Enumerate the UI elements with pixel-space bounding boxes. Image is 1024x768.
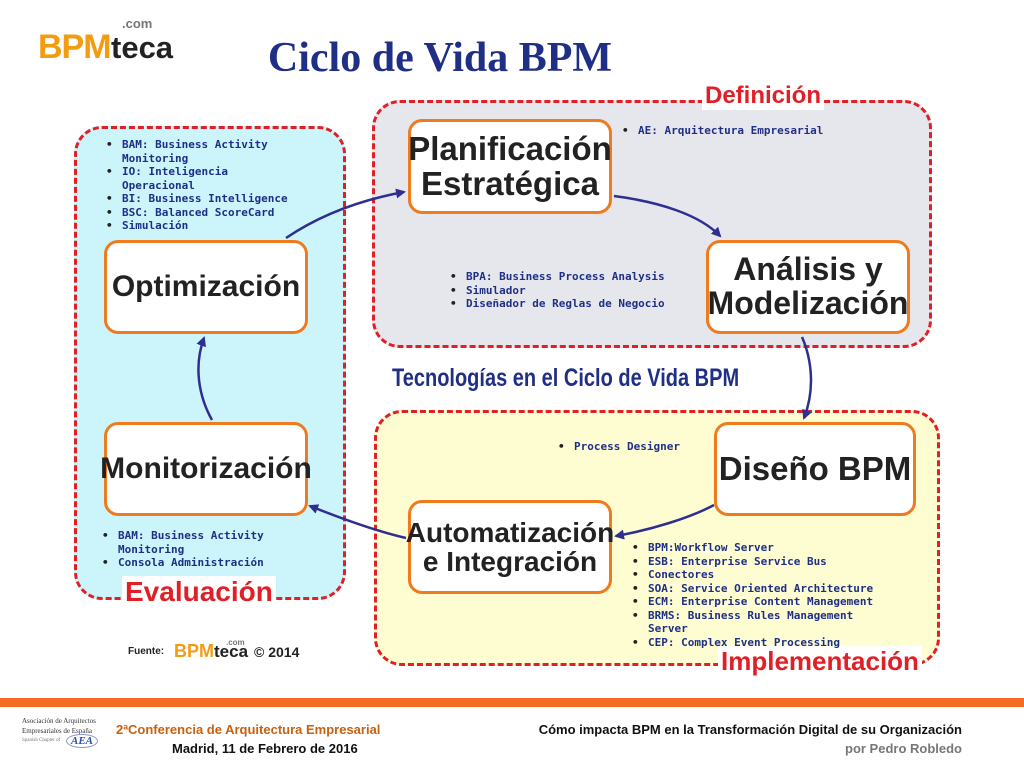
arrow-monitorizacion-to-optimizacion — [196, 336, 214, 421]
list-item: Conectores — [630, 568, 930, 582]
aea-badge: AEA — [66, 734, 99, 748]
list-item: IO: Inteligencia Operacional — [104, 165, 334, 192]
footer-date: Madrid, 11 de Febrero de 2016 — [172, 741, 358, 756]
list-item: ECM: Enterprise Content Management — [630, 595, 930, 609]
list-optimizacion-tech: BAM: Business Activity Monitoring IO: In… — [104, 138, 334, 233]
region-label-evaluacion: Evaluación — [122, 576, 276, 608]
list-diseno-tech: Process Designer — [556, 440, 726, 454]
footer-talk-title: Cómo impacta BPM en la Transformación Di… — [538, 722, 962, 737]
aea-line: Asociación de Arquitectos — [22, 717, 96, 725]
footer-divider — [0, 698, 1024, 707]
list-item: BPA: Business Process Analysis — [448, 270, 708, 284]
stage-diseno-bpm: Diseño BPM — [714, 422, 916, 516]
arrow-analisis-to-diseno — [800, 336, 813, 420]
list-item: SOA: Service Oriented Architecture — [630, 582, 930, 596]
source-copyright: © 2014 — [254, 644, 300, 660]
diagram-subtitle: Tecnologías en el Ciclo de Vida BPM — [392, 364, 740, 392]
list-planificacion-tech: AE: Arquitectura Empresarial — [620, 124, 900, 138]
source-logo-teca: teca — [214, 642, 249, 661]
logo-com: .com — [122, 16, 153, 31]
aea-line: Empresariales de España — [22, 727, 92, 735]
list-item: Consola Administración — [100, 556, 330, 570]
source-label: Fuente: — [128, 646, 165, 657]
stage-automatizacion-integracion: Automatización e Integración — [406, 500, 614, 594]
logo-bpm: BPM — [38, 28, 112, 66]
arrow-diseno-to-automatizacion — [614, 503, 715, 540]
list-item: BRMS: Business Rules Management Server — [630, 609, 930, 636]
footer-author: por Pedro Robledo — [845, 741, 962, 756]
list-analisis-tech: BPA: Business Process Analysis Simulador… — [448, 270, 708, 311]
list-item: BSC: Balanced ScoreCard — [104, 206, 334, 220]
list-item: ESB: Enterprise Service Bus — [630, 555, 930, 569]
list-automatizacion-tech: BPM:Workflow Server ESB: Enterprise Serv… — [630, 541, 930, 649]
list-item: CEP: Complex Event Processing — [630, 636, 930, 650]
list-item: Process Designer — [556, 440, 726, 454]
source-logo-com: .com — [226, 638, 245, 647]
list-item: Diseñador de Reglas de Negocio — [448, 297, 708, 311]
aea-logo: Asociación de Arquitectos Empresariales … — [22, 716, 102, 748]
region-label-implementacion: Implementación — [718, 646, 922, 677]
region-label-definicion: Definición — [702, 82, 825, 110]
list-item: Simulador — [448, 284, 708, 298]
list-monitorizacion-tech: BAM: Business Activity Monitoring Consol… — [100, 529, 330, 570]
list-item: BPM:Workflow Server — [630, 541, 930, 555]
page-title: Ciclo de Vida BPM — [267, 35, 613, 81]
source-logo-bpm: BPM — [174, 641, 214, 661]
list-item: BAM: Business Activity Monitoring — [104, 138, 334, 165]
stage-monitorizacion: Monitorización — [100, 422, 312, 516]
stage-analisis-modelizacion: Análisis y Modelización — [706, 240, 910, 334]
footer-conference: 2ªConferencia de Arquitectura Empresaria… — [116, 722, 381, 737]
logo-teca: teca — [111, 30, 174, 65]
list-item: BAM: Business Activity Monitoring — [100, 529, 330, 556]
list-item: Simulación — [104, 219, 334, 233]
arrow-planificacion-to-analisis — [613, 194, 722, 238]
stage-planificacion-estrategica: Planificación Estratégica — [408, 119, 612, 214]
aea-chapter: Spanish Chapter of — [22, 738, 61, 743]
bpmteca-logo: .com BPM teca — [36, 16, 176, 66]
arrow-automatizacion-to-monitorizacion — [308, 504, 407, 540]
list-item: BI: Business Intelligence — [104, 192, 334, 206]
stage-optimizacion: Optimización — [104, 240, 308, 334]
list-item: AE: Arquitectura Empresarial — [620, 124, 900, 138]
